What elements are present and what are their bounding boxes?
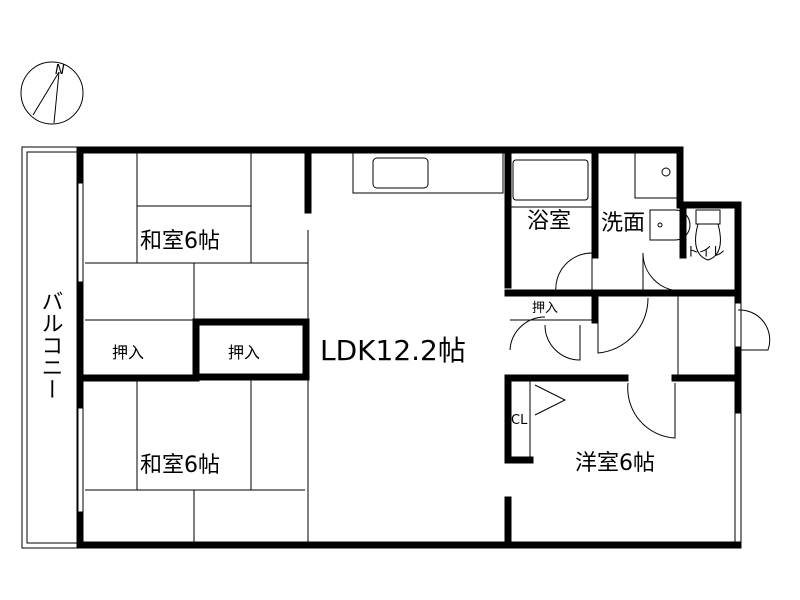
tatami-lower (85, 230, 309, 545)
room-label-closet: CL (511, 413, 528, 428)
room-label-oshiire-hall: 押入 (532, 301, 558, 316)
compass-icon: N (20, 61, 84, 125)
room-label-ldk: LDK12.2帖 (320, 334, 466, 367)
doors (509, 252, 771, 439)
room-label-toilet: トイレ (686, 245, 725, 260)
room-label-youshitsu: 洋室6帖 (575, 451, 655, 476)
room-label-washroom: 洗面 (601, 211, 645, 236)
kitchen-sink (352, 152, 504, 194)
tatami-upper (85, 153, 308, 321)
washbasin (634, 152, 691, 241)
bathtub (511, 159, 593, 208)
room-label-washitsu-lower: 和室6帖 (140, 453, 220, 478)
room-label-bath: 浴室 (527, 209, 571, 234)
room-label-oshiire-left: 押入 (112, 343, 144, 362)
toilet-fixture (695, 209, 721, 261)
room-label-oshiire-right: 押入 (228, 343, 260, 362)
windows (76, 182, 742, 543)
compass-north-label: N (55, 63, 65, 78)
walls (76, 146, 742, 549)
room-label-balcony: バルコニー (38, 290, 63, 400)
room-label-washitsu-upper: 和室6帖 (140, 229, 220, 254)
